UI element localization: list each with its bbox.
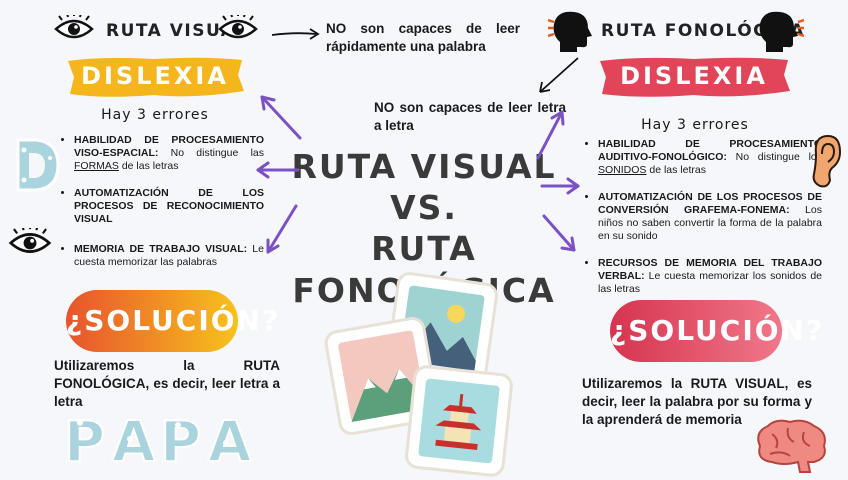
landscape-picture-icon (326, 318, 438, 434)
left-solution-text: Utilizaremos la RUTA FONOLÓGICA, es deci… (54, 358, 280, 409)
list-item: RECURSOS DE MEMORIA DEL TRABAJO VERBAL: … (598, 257, 822, 296)
right-solution-pill: ¿SOLUCIÓN? (610, 300, 822, 362)
arrow-to-phono-note (539, 57, 579, 93)
arrow (266, 204, 298, 254)
list-item: AUTOMATIZACIÓN DE LOS PROCESOS DE CONVER… (598, 191, 822, 243)
decor-letter: P (160, 410, 201, 467)
decor-letter: P (64, 410, 105, 467)
eye-icon (54, 15, 94, 39)
right-header: RUTA FONOLÓGICA (601, 21, 806, 41)
list-item: MEMORIA DE TRABAJO VISUAL: Le cuesta mem… (74, 243, 264, 269)
right-error-list: HABILIDAD DE PROCESAMIENTO AUDITIVO-FONO… (584, 138, 822, 307)
speaking-head-icon (759, 11, 804, 52)
eye-icon (218, 15, 258, 39)
eye-icon (8, 228, 52, 253)
ear-icon (812, 134, 842, 188)
left-errors-title: Hay 3 errores (101, 107, 209, 123)
title-line: RUTA VISUAL (291, 147, 557, 186)
decor-letter: A (112, 410, 156, 467)
arrow (260, 95, 302, 140)
arrow-to-visual-note (271, 28, 320, 40)
left-header: RUTA VISUAL (106, 21, 248, 41)
speaking-head-icon (548, 11, 592, 52)
left-error-list: HABILIDAD DE PROCESAMIENTO VISO-ESPACIAL… (60, 134, 264, 280)
right-errors-title: Hay 3 errores (641, 117, 749, 133)
arrow (542, 214, 576, 252)
title-line: VS. (390, 188, 458, 227)
list-item: AUTOMATIZACIÓN DE LOS PROCESOS DE RECONO… (74, 187, 264, 226)
pagoda-picture-icon (407, 367, 511, 475)
list-item: HABILIDAD DE PROCESAMIENTO AUDITIVO-FONO… (598, 138, 822, 177)
left-dislexia-badge: DISLEXIA (64, 55, 246, 99)
right-dislexia-badge: DISLEXIA (596, 55, 792, 99)
phonological-route-note: NO son capaces de leer letra a letra (374, 100, 566, 133)
arrow (536, 110, 564, 160)
decor-letter: A (208, 410, 252, 467)
brain-icon (757, 419, 826, 473)
decor-word-papa: P A P A (60, 403, 260, 476)
list-item: HABILIDAD DE PROCESAMIENTO VISO-ESPACIAL… (74, 134, 264, 173)
visual-route-note: NO son capaces de leer rápidamente una p… (326, 21, 520, 54)
right-solution-text: Utilizaremos la RUTA VISUAL, es decir, l… (582, 376, 812, 427)
decor-letter-d (10, 136, 62, 194)
